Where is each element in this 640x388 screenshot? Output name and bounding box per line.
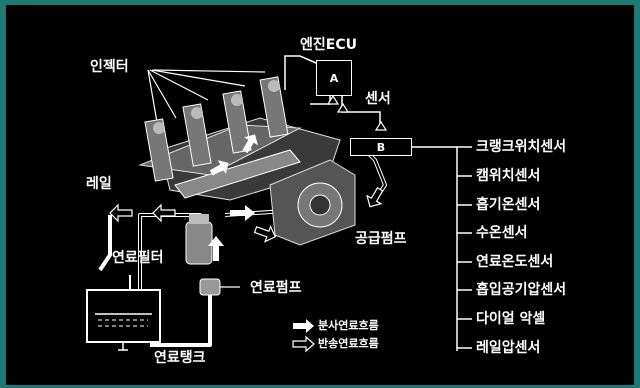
legend-injection-flow: 분사연료흐름 (318, 319, 379, 332)
legend-arrows (292, 319, 315, 353)
sensor-item-accelerator: 다이얼 악셀 (476, 311, 546, 327)
sensor-item-rail-pressure: 레일압센서 (476, 340, 541, 356)
sensor-item-crank-position: 크랭크위치센서 (476, 139, 567, 155)
ecu-box: A (316, 60, 352, 96)
sensor-item-intake-pressure: 흡입공기압센서 (476, 282, 567, 298)
legend-hollow-arrow (292, 335, 315, 353)
ecu-box-label: A (329, 71, 339, 85)
injector-label: 인젝터 (90, 59, 129, 75)
sensor-box-label: B (376, 140, 386, 154)
engine-ecu-label: 엔진ECU (300, 37, 357, 53)
fuel-filter-label: 연료필터 (112, 250, 164, 266)
sensor-item-cam-position: 캠위치센서 (476, 168, 541, 184)
fuel-pump (199, 278, 240, 296)
legend-solid-arrow (293, 319, 314, 333)
injector-leaders (147, 69, 266, 129)
fuel-tank (86, 275, 161, 351)
fuel-tank-label: 연료탱크 (154, 350, 206, 366)
sensor-item-fuel-temp: 연료온도센서 (476, 254, 554, 270)
supply-pump-label: 공급펌프 (355, 231, 407, 247)
fuel-filter (185, 214, 213, 265)
supply-pump (269, 159, 356, 246)
fuel-pump-label: 연료펌프 (250, 280, 302, 296)
sensor-item-intake-temp: 흡기온센서 (476, 197, 541, 213)
sensor-box: B (350, 138, 412, 156)
sensor-tree (412, 146, 472, 351)
ecu-arrows (326, 94, 388, 131)
legend-return-flow: 반송연료흐름 (318, 337, 379, 350)
rail-label: 레일 (86, 176, 112, 192)
sensor-item-coolant-temp: 수온센서 (476, 225, 528, 241)
sensor-label: 센서 (365, 91, 391, 107)
injection-flow-arrows (208, 134, 258, 261)
